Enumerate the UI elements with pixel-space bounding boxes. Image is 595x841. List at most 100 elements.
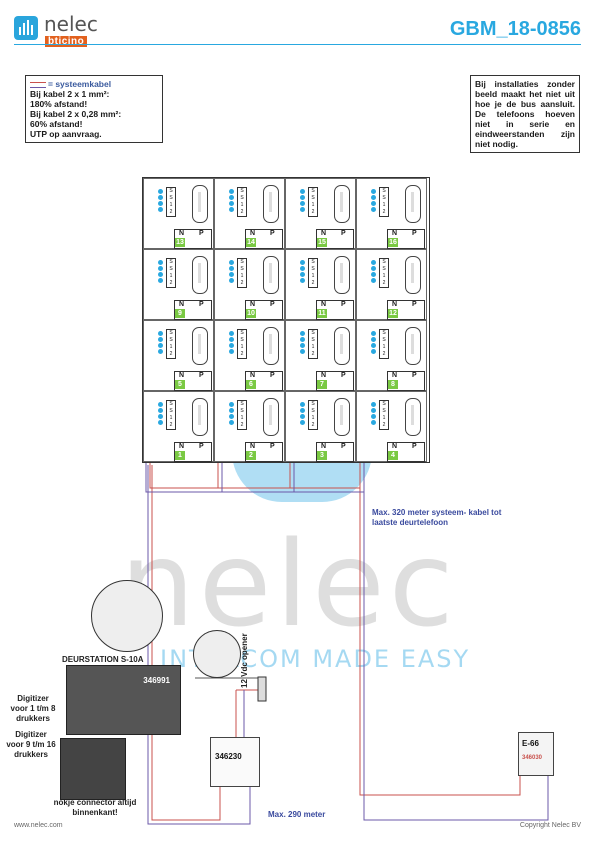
- terminal-dots-icon: [229, 402, 235, 426]
- handset-number: 13: [175, 238, 185, 247]
- terminal-dots-icon: [229, 331, 235, 355]
- handset-number: 3: [317, 451, 327, 460]
- terminal-dots-icon: [158, 402, 164, 426]
- brand-name: nelec: [44, 12, 98, 36]
- handset-number: 5: [175, 380, 185, 389]
- handset-number: 8: [388, 380, 398, 389]
- nelec-logo: nelec bticino: [14, 12, 124, 47]
- handset-number: 14: [246, 238, 256, 247]
- cable-note-line: UTP op aanvraag.: [30, 129, 102, 139]
- terminal-dots-icon: [300, 402, 306, 426]
- header-divider: [14, 44, 581, 45]
- handset-number: 2: [246, 451, 256, 460]
- handset-icon: [263, 256, 279, 294]
- handset-icon: [334, 327, 350, 365]
- handset-number: 4: [388, 451, 398, 460]
- handset-icon: [405, 398, 421, 436]
- handset-icon: [192, 185, 208, 223]
- e66-code: 346030: [522, 755, 543, 761]
- handset-icon: [192, 256, 208, 294]
- cable-note: = systeemkabel Bij kabel 2 x 1 mm²: 180%…: [25, 75, 163, 143]
- installation-note: Bij installaties zonder beeld maakt het …: [470, 75, 580, 153]
- handset-icon: [192, 327, 208, 365]
- handset-icon: [192, 398, 208, 436]
- terminal-dots-icon: [371, 331, 377, 355]
- connector-note: nokje connector altijd binnenkant!: [53, 798, 137, 817]
- handset-icon: [263, 327, 279, 365]
- power-supply-code: 346230: [215, 752, 242, 761]
- handset-icon: [334, 185, 350, 223]
- footer-copyright: Copyright Nelec BV: [519, 822, 581, 829]
- terminal-dots-icon: [371, 189, 377, 213]
- handset-icon: [334, 398, 350, 436]
- terminal-dots-icon: [229, 189, 235, 213]
- terminal-dots-icon: [158, 189, 164, 213]
- handset-icon: [263, 398, 279, 436]
- document-code: GBM_18-0856: [449, 18, 581, 40]
- door-station-code: 346991: [143, 676, 170, 685]
- terminal-dots-icon: [158, 331, 164, 355]
- terminal-dots-icon: [371, 260, 377, 284]
- handset-icon: [334, 256, 350, 294]
- digitizer-module: [60, 738, 126, 800]
- max-290-caption: Max. 290 meter: [268, 810, 326, 819]
- handset-icon: [263, 185, 279, 223]
- bus-wire-red: [149, 462, 521, 796]
- power-zoom-detail: [193, 630, 241, 678]
- handset-number: 1: [175, 451, 185, 460]
- max-system-caption: Max. 320 meter systeem- kabel tot laatst…: [372, 508, 502, 527]
- system-cable-swatch: [30, 81, 46, 88]
- handset-number: 11: [317, 309, 327, 318]
- door-station-zoom-detail: [91, 580, 163, 652]
- handset-number: 6: [246, 380, 256, 389]
- door-opener-icon: [257, 676, 267, 702]
- terminal-dots-icon: [300, 260, 306, 284]
- terminal-dots-icon: [229, 260, 235, 284]
- handset-number: 15: [317, 238, 327, 247]
- cable-note-line: 60% afstand!: [30, 119, 83, 129]
- legend-label: = systeemkabel: [48, 79, 112, 89]
- handset-number: 9: [175, 309, 185, 318]
- handset-icon: [405, 327, 421, 365]
- terminal-dots-icon: [300, 189, 306, 213]
- handset-icon: [405, 256, 421, 294]
- cable-note-line: Bij kabel 2 x 0,28 mm²:: [30, 109, 122, 119]
- door-station-panel: 346991: [66, 665, 181, 735]
- digitizer-1-label: Digitizer voor 1 t/m 8 drukkers: [10, 694, 56, 723]
